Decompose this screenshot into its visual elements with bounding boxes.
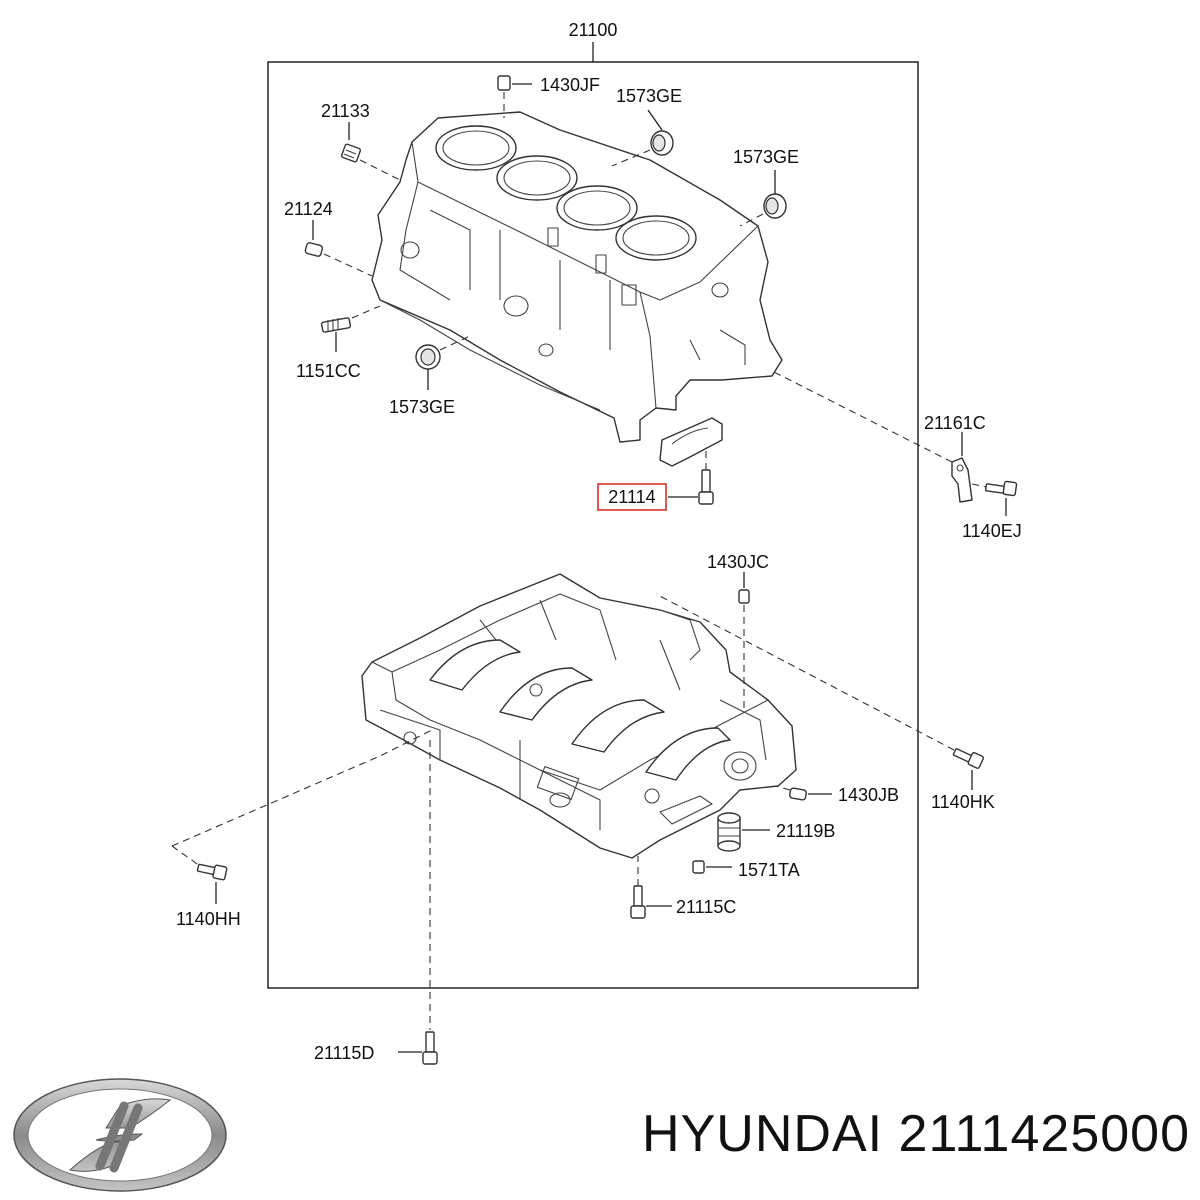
callout-1573ge-bottom: 1573GE	[389, 397, 455, 417]
main-bearing-cap	[659, 417, 723, 467]
callout-1571ta: 1571TA	[738, 860, 800, 880]
callout-1140hk: 1140HK	[931, 792, 995, 812]
callout-1430jb: 1430JB	[838, 785, 899, 805]
bolt-21115c	[630, 856, 672, 919]
callout-1430jc: 1430JC	[707, 552, 769, 572]
callout-21114-highlight	[597, 483, 667, 511]
plug-1573ge-right	[739, 170, 787, 227]
callout-1573ge-right: 1573GE	[733, 147, 799, 167]
dowel-pin-1430jf	[497, 75, 532, 118]
plug-1573ge-top	[611, 109, 674, 167]
plug-1571ta	[692, 860, 732, 874]
callout-1151cc: 1151CC	[296, 361, 361, 381]
hyundai-logo	[13, 1078, 227, 1192]
footer-caption: HYUNDAI 2111425000	[642, 1105, 1190, 1163]
seal-1573ge-bottom	[415, 335, 471, 390]
callout-21114: 21114	[608, 487, 655, 507]
plug-screw-21133	[340, 122, 401, 181]
callout-1430jf: 1430JF	[540, 75, 600, 95]
callout-1573ge-top: 1573GE	[616, 86, 682, 106]
bolt-21114	[668, 450, 714, 505]
bolt-21115d	[398, 740, 438, 1065]
callout-1140hh: 1140HH	[176, 909, 241, 929]
plug-21119b	[717, 812, 770, 852]
pin-21124	[304, 220, 373, 277]
bracket-21161c	[769, 369, 973, 503]
callout-21133: 21133	[321, 101, 370, 121]
stud-1151cc	[320, 305, 381, 352]
callout-1140ej: 1140EJ	[962, 521, 1022, 541]
crankcase-ladder	[361, 573, 797, 859]
assembly-number: 21100	[569, 20, 618, 40]
bolt-1140hk	[655, 593, 985, 790]
callout-21115d: 21115D	[314, 1043, 374, 1063]
callout-21119b: 21119B	[776, 821, 835, 841]
callout-21124: 21124	[284, 199, 333, 219]
callout-21115c: 21115C	[676, 897, 736, 917]
dowel-1430jc	[738, 572, 750, 710]
cylinder-block	[371, 111, 783, 443]
callout-21161c: 21161C	[924, 413, 986, 433]
bolt-1140ej	[971, 480, 1018, 516]
bolt-1140hh	[171, 729, 433, 904]
dowel-1430jb	[775, 785, 832, 801]
